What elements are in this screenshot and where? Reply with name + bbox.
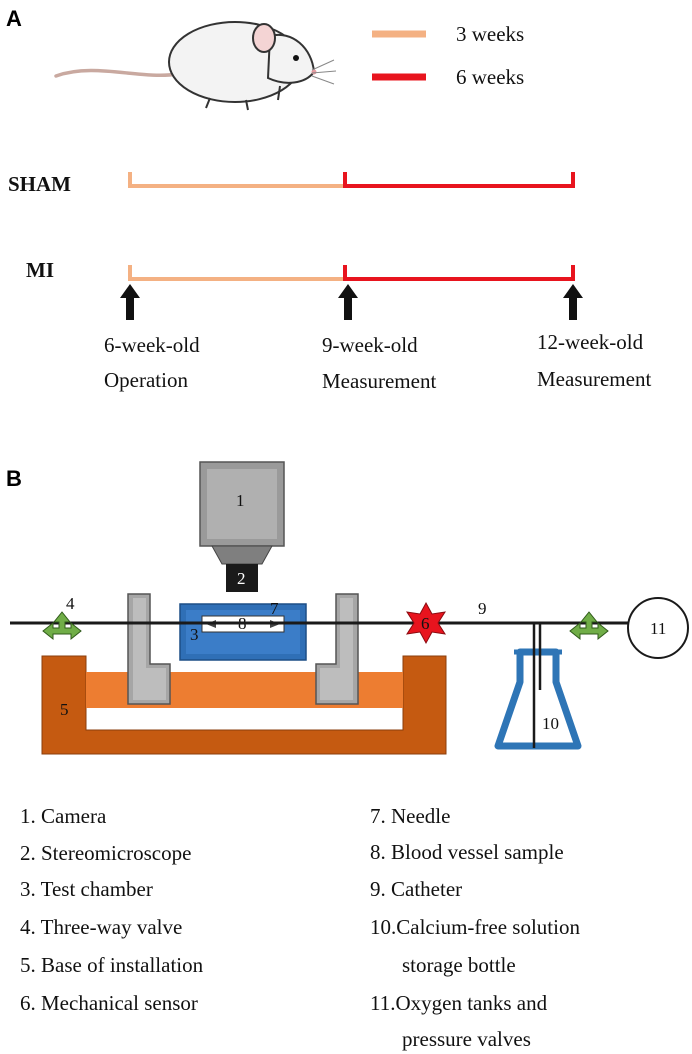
catheter-line: 9 [10,599,630,625]
mouse-icon [54,21,337,111]
installation-base: 5 [41,655,447,755]
component-number-6: 6 [421,614,430,633]
storage-bottle: 10 [494,623,582,750]
test-chamber: 3 8 7 [179,599,307,661]
three-way-valve-left-icon: 4 [42,594,82,641]
legend-item-needle: 7. Needle [370,804,450,828]
group-label-sham: SHAM [8,172,71,196]
legend-item-calcium-free-solution: 10.Calcium-free solution [370,915,580,939]
legend-item-base: 5. Base of installation [20,953,204,977]
legend-item-camera: 1. Camera [20,804,107,828]
holder-right [315,593,359,705]
component-number-5: 5 [60,700,69,719]
component-number-10: 10 [542,714,559,733]
legend-item-mechanical-sensor: 6. Mechanical sensor [20,991,198,1015]
timepoint-age-2: 9-week-old [322,333,418,357]
three-way-valve-right-icon [569,611,609,641]
component-number-9: 9 [478,599,487,618]
legend-label-3-weeks: 3 weeks [456,22,524,46]
component-number-2: 2 [237,569,246,588]
component-legend-left: 1. Camera 2. Stereomicroscope 3. Test ch… [20,804,204,1015]
timeline-sham [128,172,575,188]
component-number-11: 11 [650,619,666,638]
panel-b-label: B [6,466,22,491]
legend-item-oxygen-tanks: 11.Oxygen tanks and [370,991,548,1015]
timepoint-event-1: Operation [104,368,188,392]
legend-item-pressure-valves: pressure valves [402,1027,531,1051]
component-legend-right: 7. Needle 8. Blood vessel sample 9. Cath… [370,804,580,1051]
legend-item-test-chamber: 3. Test chamber [20,877,153,901]
legend-item-stereomicroscope: 2. Stereomicroscope [20,841,191,865]
component-number-7: 7 [270,599,279,618]
duration-legend: 3 weeks 6 weeks [372,22,524,89]
component-number-3: 3 [190,625,199,644]
timepoint-age-3: 12-week-old [537,330,644,354]
timepoint-event-2: Measurement [322,369,436,393]
component-number-1: 1 [236,491,245,510]
component-number-4: 4 [66,594,75,613]
oxygen-tank: 11 [627,597,689,659]
legend-item-storage-bottle: storage bottle [402,953,516,977]
timepoint-age-1: 6-week-old [104,333,200,357]
timeline-mi [128,265,575,281]
mechanical-sensor-icon: 6 [405,601,447,645]
legend-item-blood-vessel: 8. Blood vessel sample [370,840,564,864]
holder-left [127,593,171,705]
group-label-mi: MI [26,258,54,282]
stereomicroscope: 2 [226,564,258,592]
timepoint-event-3: Measurement [537,367,651,391]
legend-item-three-way-valve: 4. Three-way valve [20,915,182,939]
panel-a-label: A [6,6,22,31]
arrow-up-icon [338,284,358,320]
legend-item-catheter: 9. Catheter [370,877,462,901]
camera: 1 [199,461,285,565]
arrow-up-icon [563,284,583,320]
legend-label-6-weeks: 6 weeks [456,65,524,89]
arrow-up-icon [120,284,140,320]
